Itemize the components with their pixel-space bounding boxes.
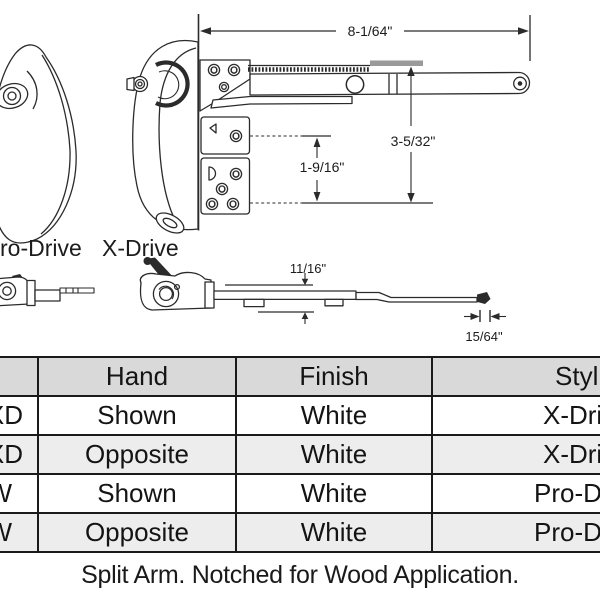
table-row: XD Shown White X-Dri [0, 395, 600, 436]
header-style: Styl [431, 356, 600, 397]
pro-drive-side-view [0, 274, 95, 307]
parts-table: Hand Finish Styl XD Shown White X-Dri XD… [0, 356, 600, 553]
dimension-arm-drop: 3-5/32" [391, 66, 436, 203]
table-header-row: Hand Finish Styl [0, 356, 600, 397]
pro-drive-cover-drawing [0, 44, 77, 244]
dimension-overall-length: 8-1/64" [200, 15, 531, 61]
x-drive-side-view [139, 257, 491, 313]
table-row: XD Opposite White X-Dri [0, 434, 600, 475]
x-drive-cover-drawing [126, 14, 200, 234]
cell-finish: White [235, 512, 433, 553]
header-finish: Finish [235, 356, 433, 397]
mount-spacing-value: 1-9/16" [300, 159, 345, 175]
pivot-hole [345, 75, 365, 94]
cell-hand: Opposite [37, 434, 237, 475]
pro-drive-label: ro-Drive [0, 235, 82, 261]
header-hand: Hand [37, 356, 237, 397]
cell-part: XD [0, 434, 39, 475]
arm-drop-value: 3-5/32" [391, 133, 436, 149]
cell-style: Pro-D [431, 473, 600, 514]
cell-finish: White [235, 434, 433, 475]
parts-table-container: Hand Finish Styl XD Shown White X-Dri XD… [0, 356, 600, 553]
cell-style: Pro-D [431, 512, 600, 553]
overall-length-value: 8-1/64" [348, 23, 393, 39]
cell-finish: White [235, 395, 433, 436]
cell-hand: Opposite [37, 512, 237, 553]
dimension-profile-height: 11/16" [290, 261, 327, 324]
cell-hand: Shown [37, 473, 237, 514]
profile-height-value: 11/16" [290, 261, 327, 276]
cell-part: W [0, 512, 39, 553]
crank-stub [126, 76, 135, 92]
cell-style: X-Dri [431, 395, 600, 436]
split-arm-drawing [210, 60, 531, 109]
cell-hand: Shown [37, 395, 237, 436]
cell-style: X-Dri [431, 434, 600, 475]
x-drive-label: X-Drive [102, 235, 179, 261]
header-part [0, 356, 39, 397]
table-caption: Split Arm. Notched for Wood Application. [81, 561, 519, 589]
profile-width-value: 15/64" [465, 329, 503, 344]
mechanism-bracket-drawing [199, 59, 251, 215]
cell-part: XD [0, 395, 39, 436]
operator-technical-drawing: 8-1/64" 3-5/32" 1-9/16" ro-Drive X-Drive [0, 14, 531, 344]
table-row: W Opposite White Pro-D [0, 512, 600, 553]
dimension-mount-spacing: 1-9/16" [250, 135, 433, 204]
cell-finish: White [235, 473, 433, 514]
track-bracket [370, 60, 423, 66]
crank-handle-arc [155, 60, 190, 108]
cell-part: W [0, 473, 39, 514]
dimension-profile-width: 15/64" [464, 310, 506, 344]
table-row: W Shown White Pro-D [0, 473, 600, 514]
